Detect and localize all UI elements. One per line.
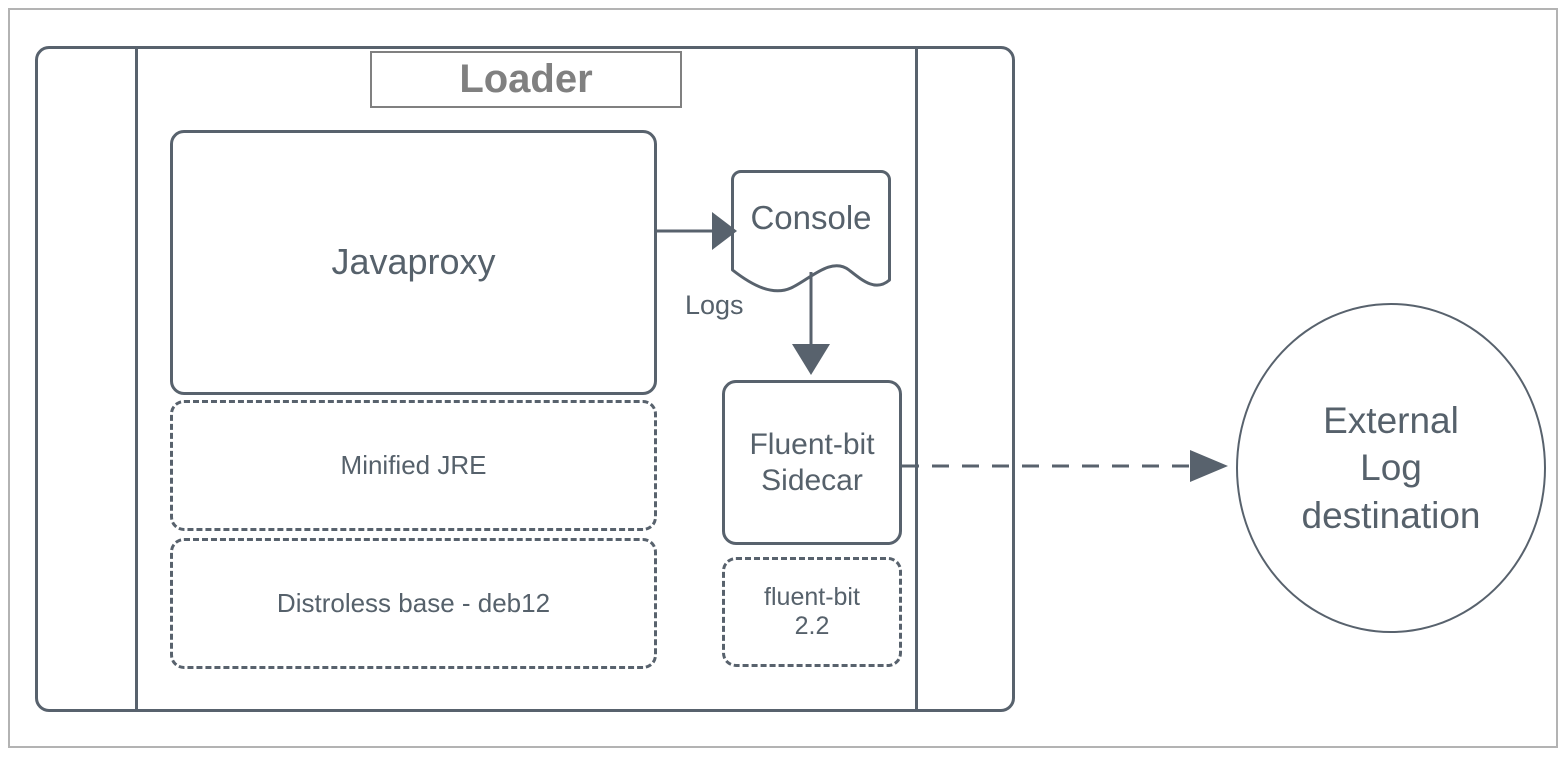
external-dest-text: External Log destination xyxy=(1302,397,1481,539)
node-fluentbit-version[interactable]: fluent-bit 2.2 xyxy=(722,557,902,667)
node-fluentbit-sidecar[interactable]: Fluent-bit Sidecar xyxy=(722,380,902,545)
node-console-label: Console xyxy=(750,198,872,236)
external-dest-line1: External xyxy=(1323,399,1459,441)
node-minified-jre[interactable]: Minified JRE xyxy=(170,400,657,531)
fluentbit-sidecar-line1: Fluent-bit xyxy=(749,428,875,462)
fluentbit-version-line1: fluent-bit xyxy=(764,582,860,611)
external-dest-line2: Log xyxy=(1360,447,1422,489)
outer-frame xyxy=(8,8,1558,748)
node-distroless-base[interactable]: Distroless base - deb12 xyxy=(170,538,657,669)
node-fluentbit-version-text: fluent-bit 2.2 xyxy=(764,583,860,642)
container-divider-right xyxy=(915,49,918,709)
edge-label-logs: Logs xyxy=(682,290,747,321)
loader-title-chip: Loader xyxy=(370,51,682,108)
external-dest-line3: destination xyxy=(1301,494,1481,536)
fluentbit-sidecar-line2: Sidecar xyxy=(761,463,863,497)
node-external-log-destination[interactable]: External Log destination xyxy=(1236,303,1546,633)
node-fluentbit-sidecar-text: Fluent-bit Sidecar xyxy=(749,427,874,498)
fluentbit-version-line2: 2.2 xyxy=(794,612,830,640)
container-divider-left xyxy=(135,49,138,709)
node-javaproxy[interactable]: Javaproxy xyxy=(170,130,657,395)
